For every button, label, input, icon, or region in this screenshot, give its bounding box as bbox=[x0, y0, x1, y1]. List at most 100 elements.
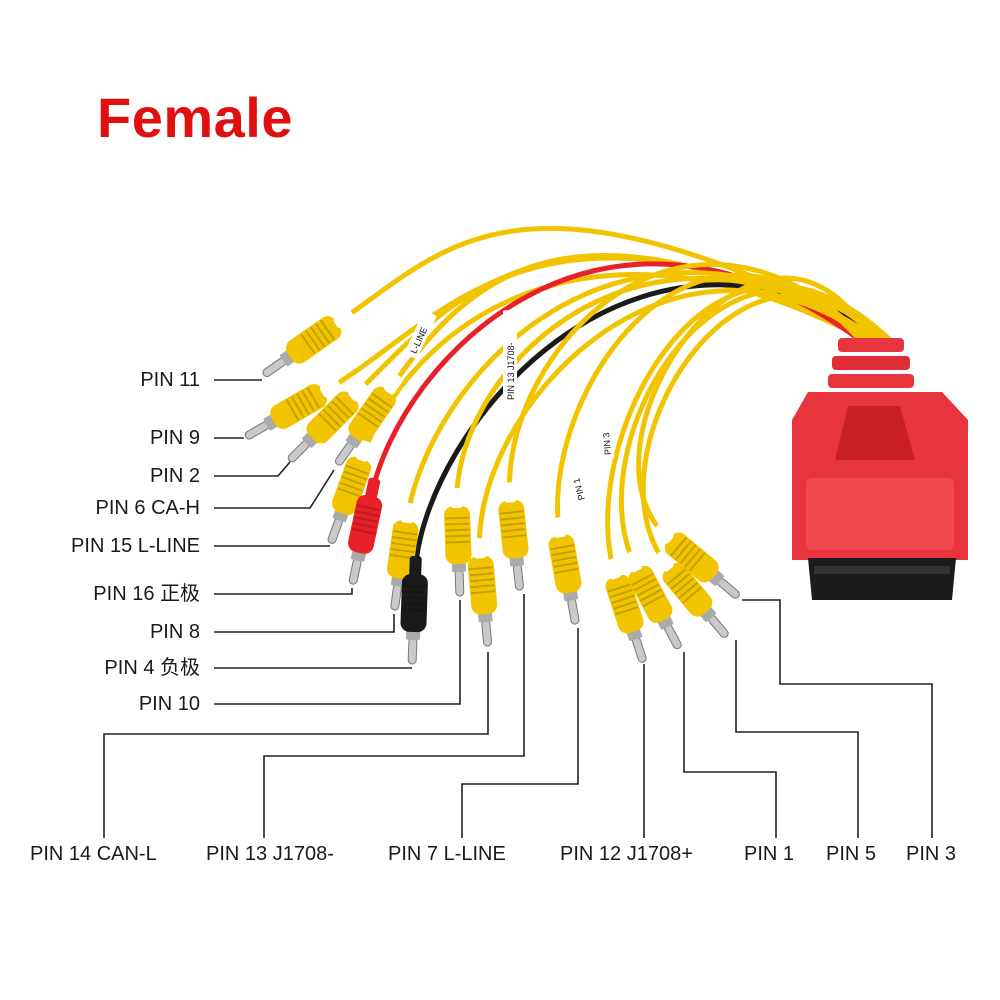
plug-rib bbox=[352, 521, 377, 529]
diagram-title: Female bbox=[97, 86, 293, 149]
plug-rib bbox=[345, 464, 369, 475]
plug-rib bbox=[639, 588, 662, 602]
plug-boot bbox=[348, 381, 369, 402]
wire bbox=[640, 293, 881, 571]
banana-plug bbox=[444, 487, 472, 597]
plug-rib bbox=[318, 413, 337, 432]
plug-boot bbox=[472, 538, 486, 559]
plug-rib bbox=[305, 330, 321, 351]
plug-rib bbox=[393, 530, 418, 536]
plug-collar bbox=[345, 433, 362, 448]
plug-rib bbox=[402, 584, 427, 588]
wire-tag-band bbox=[503, 310, 517, 404]
plug-boot bbox=[320, 378, 342, 398]
pin-label: PIN 13 J1708- bbox=[206, 843, 334, 865]
leader-line bbox=[214, 600, 461, 705]
plug-collar bbox=[405, 629, 421, 641]
plug-boot bbox=[409, 555, 422, 577]
plug-rib bbox=[500, 522, 525, 527]
plug-rib bbox=[357, 412, 379, 428]
plug-rib bbox=[339, 481, 363, 492]
banana-plug bbox=[653, 551, 729, 638]
pin-label: PIN 9 bbox=[149, 427, 200, 449]
plug-sleeve bbox=[444, 505, 472, 565]
plug-boot bbox=[450, 487, 463, 509]
plug-rib bbox=[684, 548, 701, 568]
plug-rib bbox=[296, 393, 310, 415]
plug-rib bbox=[326, 404, 346, 424]
plug-boot bbox=[653, 523, 674, 544]
banana-plug bbox=[348, 477, 383, 585]
obd-female-connector bbox=[792, 338, 968, 600]
connector-plug-edge bbox=[814, 566, 950, 574]
plug-rib bbox=[607, 583, 632, 593]
leader-line bbox=[461, 628, 579, 838]
banana-plug bbox=[334, 373, 403, 466]
plug-rib bbox=[688, 552, 706, 572]
plug-sleeve bbox=[662, 562, 713, 617]
plug-sleeve bbox=[331, 456, 372, 515]
plug-rib bbox=[666, 568, 687, 586]
plug-rib bbox=[550, 544, 575, 551]
plug-sleeve bbox=[467, 555, 498, 615]
plug-rib bbox=[678, 582, 698, 599]
plug-rib bbox=[343, 470, 367, 481]
plug-rib bbox=[552, 555, 577, 563]
plug-pin bbox=[567, 597, 580, 625]
strain-relief-rib bbox=[838, 338, 904, 352]
plug-collar bbox=[263, 414, 278, 431]
wire-tag-text: PIN 13 J1708- bbox=[506, 342, 516, 400]
banana-plug bbox=[498, 482, 529, 591]
plug-rib bbox=[500, 516, 525, 521]
plug-collar bbox=[451, 561, 467, 573]
plug-pin bbox=[481, 619, 492, 647]
plug-rib bbox=[470, 584, 495, 589]
plug-sleeve bbox=[270, 384, 327, 429]
plug-rib bbox=[402, 596, 427, 600]
plug-rib bbox=[468, 566, 494, 571]
plug-rib bbox=[501, 528, 526, 533]
plug-pin bbox=[632, 636, 647, 663]
plug-rib bbox=[285, 399, 300, 421]
leader-line bbox=[214, 614, 395, 633]
pin-label: PIN 11 bbox=[140, 369, 200, 391]
plug-rib bbox=[300, 333, 316, 355]
plug-sleeve bbox=[664, 532, 719, 583]
plug-boot bbox=[333, 309, 355, 329]
banana-plug bbox=[653, 523, 740, 599]
plug-rib bbox=[551, 550, 576, 557]
plug-collar bbox=[280, 350, 295, 367]
banana-plug bbox=[327, 440, 373, 544]
plug-boot bbox=[365, 477, 381, 499]
plug-sleeve bbox=[306, 391, 359, 444]
plug-rib bbox=[337, 487, 361, 498]
plug-rib bbox=[637, 583, 660, 597]
plug-rib bbox=[445, 528, 470, 532]
plug-collar bbox=[708, 570, 724, 586]
wire-tag-band bbox=[565, 463, 589, 506]
plug-rib bbox=[310, 326, 326, 348]
pin-label: PIN 10 bbox=[138, 693, 200, 715]
plug-boot bbox=[355, 440, 373, 462]
plug-rib bbox=[670, 572, 691, 590]
leader-line bbox=[214, 461, 291, 477]
pin-label: PIN 2 bbox=[149, 465, 200, 487]
plug-sleeve bbox=[548, 534, 582, 594]
plug-rib bbox=[314, 323, 331, 344]
plug-rib bbox=[401, 608, 426, 612]
plug-rib bbox=[674, 577, 695, 595]
plug-rib bbox=[301, 390, 315, 412]
plug-boot bbox=[653, 551, 674, 572]
strain-relief-rib bbox=[828, 374, 914, 388]
plug-rib bbox=[631, 572, 654, 586]
plug-rib bbox=[319, 319, 336, 341]
banana-plug bbox=[262, 309, 355, 378]
plug-rib bbox=[364, 402, 386, 418]
wire-tag-text: PIN 3 bbox=[601, 432, 613, 455]
plug-rib bbox=[445, 516, 470, 520]
plug-rib bbox=[335, 396, 354, 415]
plug-rib bbox=[553, 561, 578, 569]
leader-line bbox=[214, 588, 353, 595]
pin-label: PIN 6 CA-H bbox=[95, 497, 200, 519]
